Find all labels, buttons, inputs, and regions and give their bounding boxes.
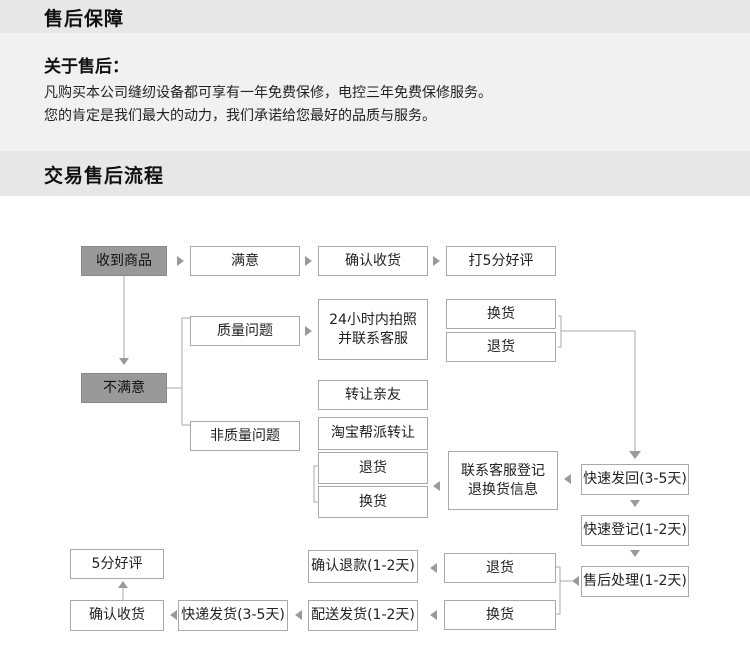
node-confirm-receipt-2: 确认收货 [70,600,164,631]
process-title: 交易售后流程 [44,165,165,187]
node-exchange-3: 换货 [444,600,556,630]
node-delivery: 配送发货(1-2天) [308,600,418,631]
arrow-to-express [295,610,302,620]
line-left-bracket [313,465,318,503]
arrow-confirm-fivestar [433,256,440,266]
node-exchange-2: 换货 [318,486,428,518]
line-bracket [181,317,190,426]
line-to-shipback [561,330,636,451]
guarantee-title: 售后保障 [44,8,125,30]
node-photo-line-1: 24小时内拍照 [329,311,417,328]
node-photo-contact: 24小时内拍照 并联系客服 [318,299,428,360]
node-contact-register: 联系客服登记 退换货信息 [448,451,558,510]
arrow-to-aftersale [572,576,579,586]
arrow-quality-photo [305,326,312,336]
arrow-to-delivery [430,610,437,620]
arrow-down-register [630,550,640,557]
node-exchange: 换货 [446,299,556,329]
node-ship-back: 快速发回(3-5天) [581,464,689,495]
arrow-down-exchange-return [629,451,641,459]
guarantee-header [0,0,750,33]
node-return: 退货 [446,332,556,362]
node-quick-register: 快速登记(1-2天) [581,515,689,546]
node-confirm-refund: 确认退款(1-2天) [308,550,418,583]
arrow-down-shipback [630,500,640,507]
line-bottom-bracket [556,566,561,615]
arrow-to-exchange-return [433,481,440,491]
about-line-1: 凡购买本公司缝纫设备都可享有一年免费保修，电控三年免费保修服务。 [44,85,492,101]
node-return-3: 退货 [444,553,556,583]
node-five-star-2: 5分好评 [70,549,164,579]
line-exchange-return-bracket [558,315,562,348]
process-header [0,151,750,196]
arrow-to-contact [564,474,571,484]
arrow-down-unsatisfied [119,358,129,365]
about-line-2: 您的肯定是我们最大的动力，我们承诺给您最好的品质与服务。 [44,108,436,124]
about-panel [0,33,750,151]
arrow-to-confirm2 [170,610,177,620]
node-photo-line-2: 并联系客服 [338,330,408,347]
node-transfer-friend: 转让亲友 [318,380,428,410]
arrow-satisfied-confirm [305,256,312,266]
arrow-to-refund [430,563,437,573]
node-non-quality-issue: 非质量问题 [190,421,300,451]
node-satisfied: 满意 [190,246,300,276]
about-heading: 关于售后： [44,57,129,77]
node-after-sale-process: 售后处理(1-2天) [581,566,689,597]
node-taobao-transfer: 淘宝帮派转让 [318,417,428,450]
node-contact-line-1: 联系客服登记 [461,462,545,479]
node-five-star: 打5分好评 [446,246,556,276]
node-quality-issue: 质量问题 [190,316,300,346]
arrow-receive-satisfied [177,256,184,266]
node-contact-line-2: 退换货信息 [468,481,538,498]
node-confirm-receipt: 确认收货 [318,246,428,276]
node-receive: 收到商品 [81,246,167,276]
node-express: 快递发货(3-5天) [178,600,288,631]
arrow-up-fivestar [118,581,128,588]
node-unsatisfied: 不满意 [81,373,167,403]
node-return-2: 退货 [318,452,428,484]
